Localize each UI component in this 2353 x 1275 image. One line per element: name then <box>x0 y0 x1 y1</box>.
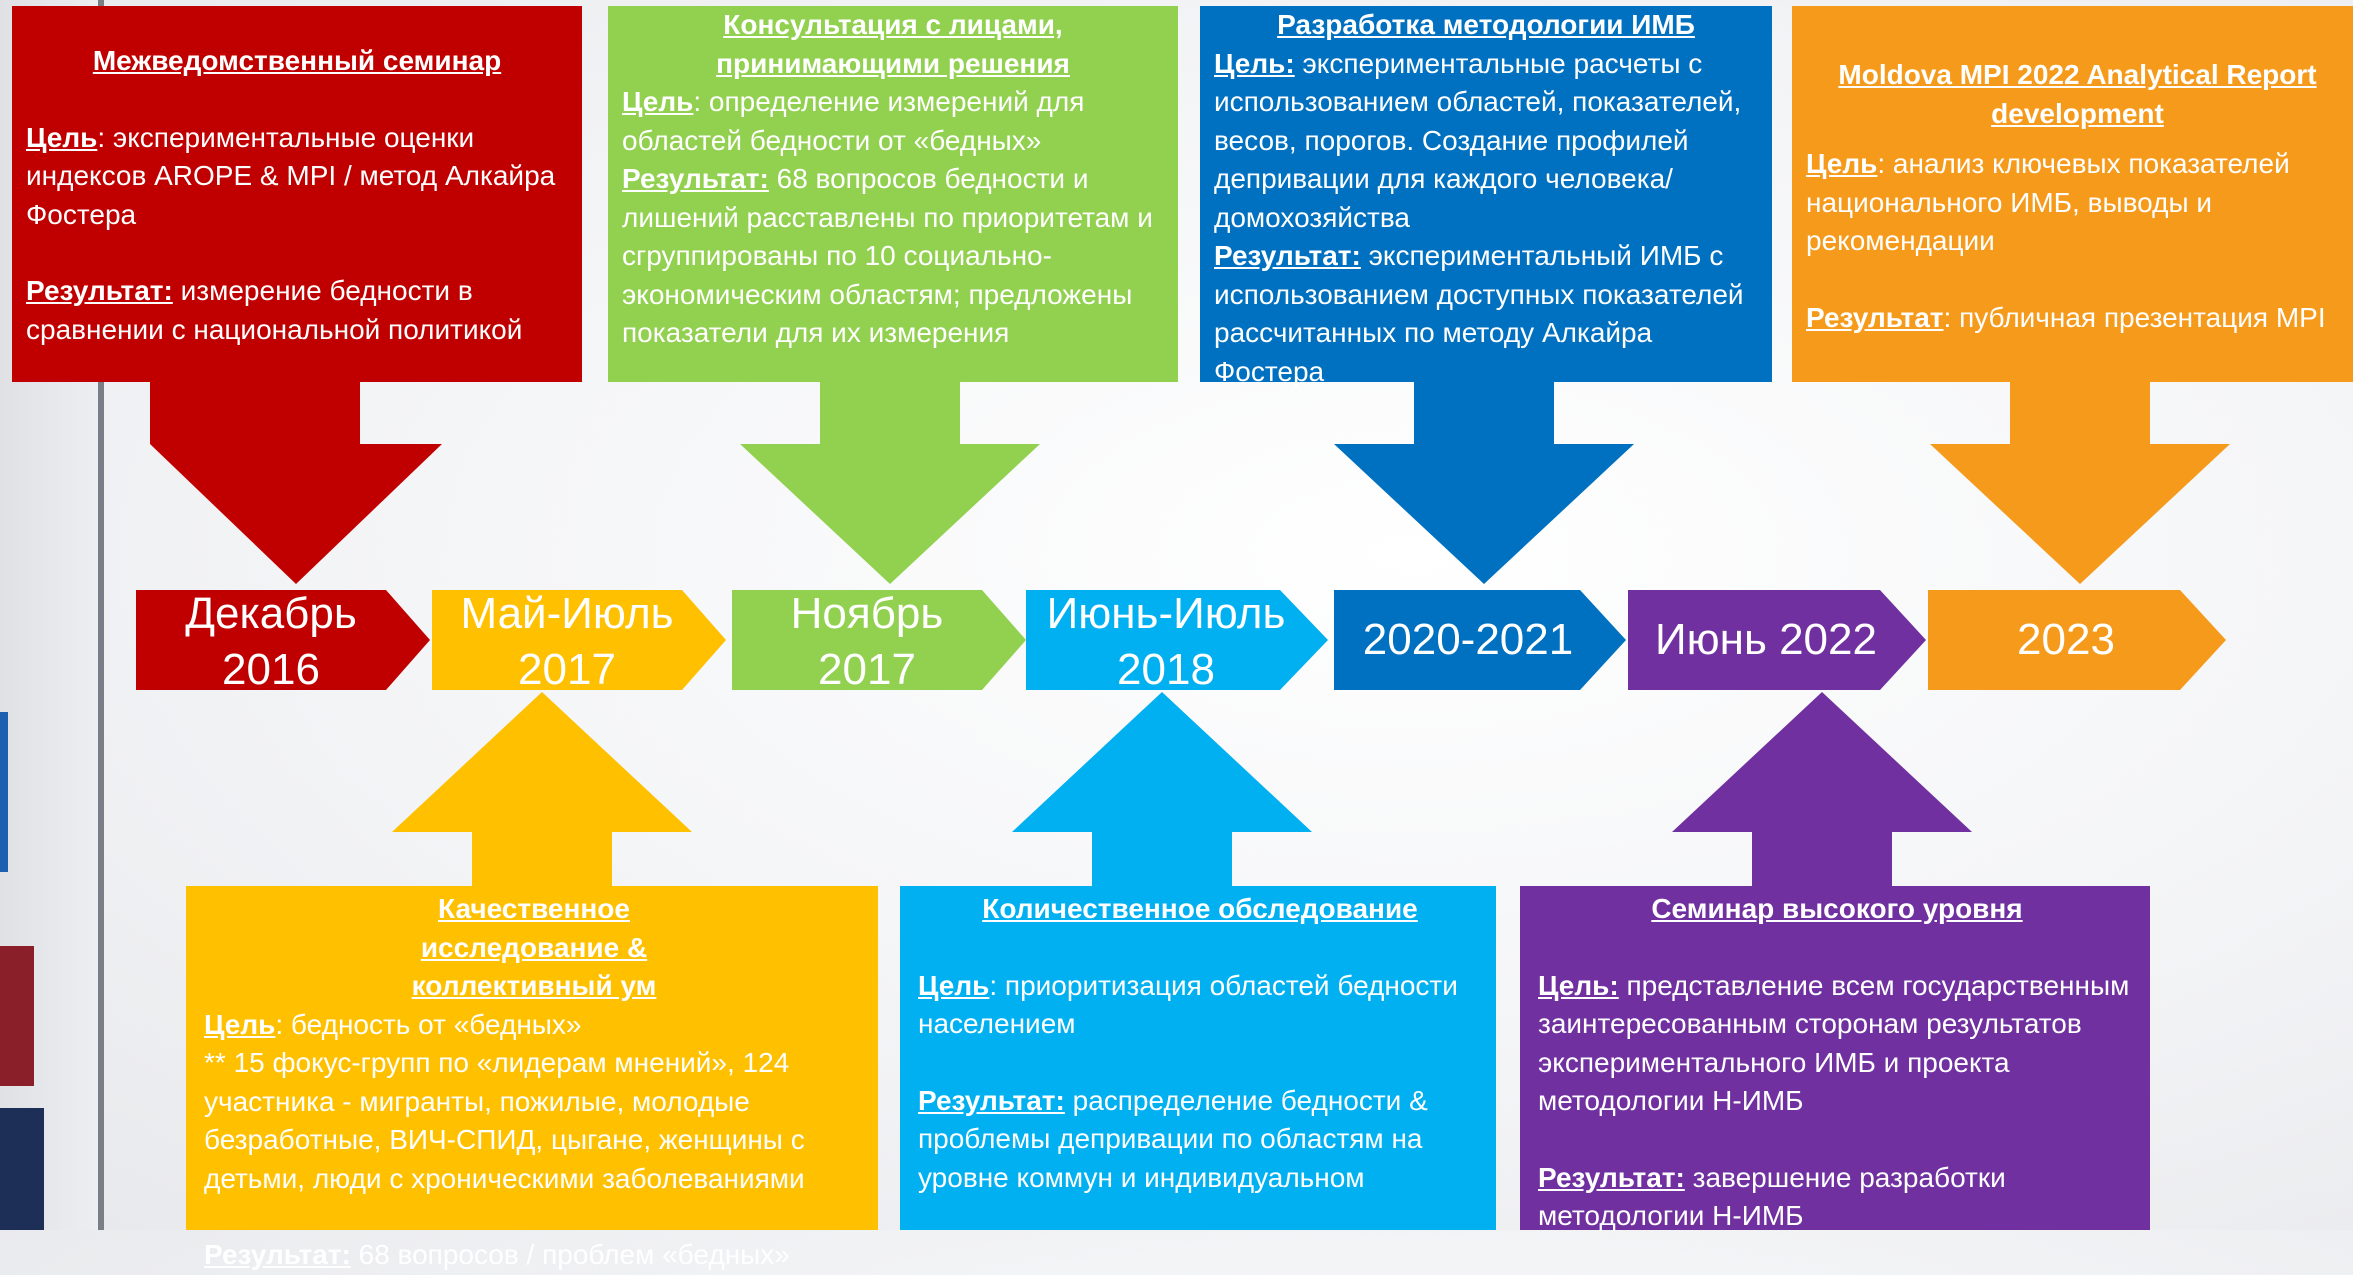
timeline-label-y2023: 2023 <box>1928 612 2204 668</box>
box-result: Результат: распределение бедности & проб… <box>918 1082 1482 1198</box>
down-arrow-dec2016-body <box>232 380 360 444</box>
up-arrow-may2017 <box>392 692 692 886</box>
box-result: Результат: экспериментальный ИМБ с испол… <box>1214 237 1758 391</box>
timeline-label-nov2017: Ноябрь 2017 <box>732 586 1002 698</box>
timeline-label-line1: Декабрь <box>185 589 357 638</box>
result-text: : публичная презентация MPI <box>1943 301 2326 333</box>
goal-text: : определение измерений для областей бед… <box>622 86 1085 156</box>
box-goal: Цель: представление всем государственным… <box>1538 967 2136 1121</box>
box-goal: Цель: бедность от «бедных» <box>204 1006 864 1045</box>
timeline-diagram <box>136 380 2230 886</box>
chevron-jun2018 <box>1026 590 1328 690</box>
box-may2017: Качественное исследование & коллективный… <box>186 886 878 1270</box>
timeline-label-line1: Май-Июль <box>460 589 674 638</box>
box-result: Результат: 68 вопросов / проблем «бедных… <box>204 1236 864 1275</box>
logo-navy <box>0 1108 44 1230</box>
goal-label: Цель <box>918 969 990 1001</box>
timeline-label-line2: 2017 <box>518 645 616 694</box>
box-result: Результат: измерение бедности в сравнени… <box>26 272 568 349</box>
down-arrow-y2020 <box>1334 380 1634 584</box>
goal-text: : экспериментальные оценки индексов AROP… <box>26 121 556 230</box>
box-y2020: Разработка методологии ИМБ Цель: экспери… <box>1200 6 1772 387</box>
down-arrow-nov2017 <box>740 380 1040 584</box>
result-label: Результат: <box>622 163 769 194</box>
goal-label: Цель: <box>1538 969 1619 1001</box>
chevron-y2023 <box>1928 590 2226 690</box>
goal-label: Цель <box>26 121 98 153</box>
result-text: измерение бедности в сравнении с национа… <box>26 275 523 345</box>
chevron-y2020 <box>1334 590 1626 690</box>
chevron-nov2017 <box>732 590 1026 690</box>
result-text: 68 вопросов / проблем «бедных» <box>350 1239 790 1270</box>
result-text: 68 вопросов бедности и лишений расставле… <box>622 163 1153 348</box>
result-text: экспериментальный ИМБ с использованием д… <box>1214 240 1744 387</box>
down-arrow-y2023 <box>1930 380 2230 584</box>
result-label: Результат: <box>1538 1161 1685 1193</box>
up-arrow-jun2022 <box>1672 692 1972 886</box>
goal-text: представление всем государственным заинт… <box>1538 969 2130 1117</box>
timeline-label-dec2016: Декабрь 2016 <box>136 586 406 698</box>
box-title: Количественное обследование <box>982 893 1418 924</box>
timeline-label-line1: 2020-2021 <box>1362 615 1574 664</box>
box-title: Межведомственный семинар <box>92 45 502 76</box>
box-nov2017: Консультация с лицами, принимающими реше… <box>608 6 1178 382</box>
box-goal: Цель: приоритизация областей бедности на… <box>918 967 1482 1044</box>
timeline-label-jun2018: Июнь-Июль 2018 <box>1026 586 1306 698</box>
timeline-label-y2020: 2020-2021 <box>1334 612 1602 668</box>
box-result: Результат: 68 вопросов бедности и лишени… <box>622 160 1164 353</box>
timeline-label-line1: 2023 <box>2017 615 2115 664</box>
goal-text: : бедность от «бедных» <box>275 1008 582 1040</box>
goal-label: Цель: <box>1214 47 1295 79</box>
box-title: Качественное исследование & коллективный… <box>411 893 657 1001</box>
box-title: Moldova MPI 2022 Analytical Report devel… <box>1838 59 2317 129</box>
timeline-label-jun2022: Июнь 2022 <box>1628 612 1904 668</box>
box-note: ** 15 фокус-групп по «лидерам мнений», 1… <box>204 1047 805 1194</box>
logo-maroon <box>0 946 34 1086</box>
timeline-label-line2: 2016 <box>222 645 320 694</box>
goal-text: экспериментальные расчеты с использовани… <box>1214 47 1742 233</box>
down-arrow-dec2016-head <box>150 444 442 584</box>
left-divider <box>98 0 104 1230</box>
result-label: Результат: <box>918 1084 1065 1116</box>
box-title: Разработка методологии ИМБ <box>1277 9 1695 40</box>
box-dec2016: Межведомственный семинар Цель: экспериме… <box>12 6 582 382</box>
box-title: Консультация с лицами, принимающими реше… <box>716 9 1070 79</box>
result-text: завершение разработки методологии Н-ИМБ <box>1538 1161 2006 1232</box>
chevron-jun2022 <box>1628 590 1926 690</box>
timeline-label-line2: 2017 <box>818 645 916 694</box>
box-goal: Цель: экспериментальные расчеты с исполь… <box>1214 45 1758 238</box>
result-label: Результат: <box>1214 240 1361 271</box>
result-label: Результат <box>1806 301 1944 333</box>
box-title: Семинар высокого уровня <box>1651 893 2023 924</box>
logo-blue <box>0 712 8 872</box>
result-text: распределение бедности & проблемы деприв… <box>918 1084 1428 1193</box>
result-label: Результат: <box>204 1239 351 1270</box>
timeline-label-line2: 2018 <box>1117 645 1215 694</box>
goal-text: : приоритизация областей бедности населе… <box>918 969 1458 1040</box>
goal-text: : анализ ключевых показателей национальн… <box>1806 148 2290 256</box>
box-jun2018: Количественное обследование Цель: приори… <box>900 886 1496 1230</box>
box-jun2022: Семинар высокого уровня Цель: представле… <box>1520 886 2150 1231</box>
timeline-label-may2017: Май-Июль 2017 <box>432 586 702 698</box>
timeline-label-line1: Ноябрь <box>790 589 944 638</box>
goal-label: Цель <box>204 1008 276 1040</box>
box-result: Результат: завершение разработки методол… <box>1538 1159 2136 1236</box>
up-arrow-jun2018 <box>1012 692 1312 886</box>
box-y2023: Moldova MPI 2022 Analytical Report devel… <box>1792 6 2353 382</box>
goal-label: Цель <box>622 86 694 117</box>
box-result: Результат: публичная презентация MPI <box>1806 299 2349 338</box>
goal-label: Цель <box>1806 148 1878 179</box>
timeline-label-line1: Июнь-Июль <box>1046 589 1286 638</box>
chevron-dec2016 <box>136 590 430 690</box>
chevron-may2017 <box>432 590 726 690</box>
result-label: Результат: <box>26 275 173 306</box>
timeline-label-line1: Июнь 2022 <box>1655 615 1877 664</box>
box-goal: Цель: анализ ключевых показателей национ… <box>1806 145 2349 261</box>
box-goal: Цель: экспериментальные оценки индексов … <box>26 119 568 235</box>
box-goal: Цель: определение измерений для областей… <box>622 83 1164 160</box>
